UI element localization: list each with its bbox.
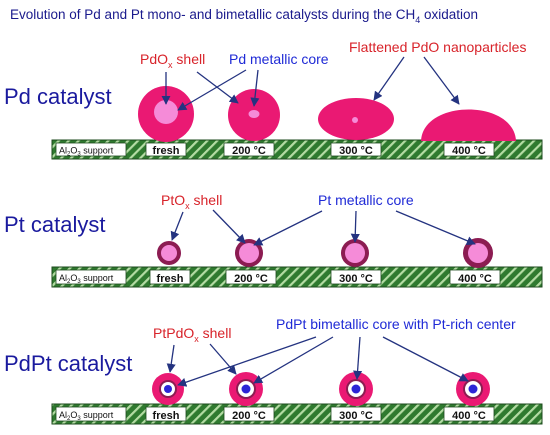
pt-particle-fresh <box>157 241 181 265</box>
pdpt-stage-fresh: fresh <box>153 410 180 422</box>
pt-400-core <box>468 243 488 263</box>
pt-shell-suffix: shell <box>190 192 223 208</box>
pt-core-arrow-2 <box>350 210 360 243</box>
pd-shell-text: PdO <box>140 51 168 67</box>
pt-support-tag-text: Al2O3 support <box>59 273 114 285</box>
pd-stage-400: 400 °C <box>452 145 486 157</box>
pdpt-shell-arrow-2 <box>209 343 237 375</box>
pd-particle-fresh <box>138 86 194 142</box>
diagram-title: Evolution of Pd and Pt mono- and bimetal… <box>10 7 478 25</box>
pt-shell-arrow-2 <box>212 209 246 244</box>
pdpt-support-tag-text: Al2O3 support <box>59 410 114 422</box>
pt-shell-text: PtO <box>161 192 185 208</box>
pd-fresh-core <box>154 100 178 124</box>
pd-support-tag: Al2O3 support <box>55 142 127 158</box>
pd-300-core <box>352 117 358 123</box>
title-suffix: oxidation <box>420 7 478 22</box>
pd-stage-labels: fresh 200 °C 300 °C 400 °C <box>145 142 495 157</box>
pd-stage-fresh: fresh <box>153 145 180 157</box>
pdpt-400-center <box>468 384 478 394</box>
pdpt-particle-fresh <box>152 373 184 405</box>
pd-core-arrow-2 <box>250 69 260 107</box>
pdpt-core-arrow-2 <box>253 336 334 384</box>
pt-stage-400: 400 °C <box>458 273 492 285</box>
pd-200-core <box>248 110 260 118</box>
pt-stage-fresh: fresh <box>157 273 184 285</box>
pt-catalyst-label: Pt catalyst <box>4 212 105 237</box>
pdpt-300-center <box>351 384 361 394</box>
pd-shell-suffix: shell <box>173 51 206 67</box>
pdpt-row: PdPt catalyst PtPdOx shell PdPt bimetall… <box>4 316 543 425</box>
pdpt-support-tag: Al2O3 support <box>55 406 127 422</box>
pd-stage-300: 300 °C <box>339 145 373 157</box>
pt-shell-subscript: x <box>185 201 190 211</box>
pd-particle-200 <box>228 89 280 141</box>
pt-support-tag: Al2O3 support <box>55 269 127 285</box>
pd-core-label: Pd metallic core <box>229 51 329 67</box>
pt-particle-200 <box>235 239 263 267</box>
title-text: Evolution of Pd and Pt mono- and bimetal… <box>10 7 415 22</box>
pt-shell-label: PtOx shell <box>161 192 222 211</box>
pdpt-particle-200 <box>229 372 263 406</box>
pdpt-core-label: PdPt bimetallic core with Pt-rich center <box>276 316 516 332</box>
pdpt-core-arrow-4 <box>382 336 469 382</box>
pdpt-stage-labels: fresh 200 °C 300 °C 400 °C <box>145 406 495 422</box>
pdpt-stage-200: 200 °C <box>232 410 266 422</box>
pdpt-shell-text: PtPdO <box>153 325 194 341</box>
pd-stage-200: 200 °C <box>232 145 266 157</box>
pt-stage-labels: fresh 200 °C 300 °C 400 °C <box>149 269 501 285</box>
pt-200-core <box>239 243 259 263</box>
pdpt-shell-subscript: x <box>194 334 199 344</box>
pt-fresh-core <box>161 245 177 261</box>
pt-particle-400 <box>463 238 493 268</box>
pdpt-200-center <box>241 384 251 394</box>
pd-support-tag-text: Al2O3 support <box>59 146 114 158</box>
pt-particle-300 <box>341 239 369 267</box>
pt-stage-300: 300 °C <box>339 273 373 285</box>
pd-flattened-arrow-2 <box>423 56 460 105</box>
pdpt-particle-300 <box>339 372 373 406</box>
pt-row: Pt catalyst PtOx shell Pt metallic core … <box>4 192 543 288</box>
pt-core-arrow-3 <box>395 210 476 246</box>
pdpt-fresh-center <box>164 385 172 393</box>
pdpt-shell-label: PtPdOx shell <box>153 325 231 344</box>
pd-flattened-arrow-1 <box>373 56 405 101</box>
pt-core-arrow-1 <box>253 210 323 246</box>
pd-catalyst-label: Pd catalyst <box>4 84 112 109</box>
pd-shell-subscript: x <box>168 60 173 70</box>
pdpt-catalyst-label: PdPt catalyst <box>4 351 132 376</box>
pd-flattened-label: Flattened PdO nanoparticles <box>349 39 526 55</box>
pd-particle-300 <box>318 98 394 140</box>
title-subscript: 4 <box>415 15 420 25</box>
pt-300-core <box>345 243 365 263</box>
pdpt-stage-400: 400 °C <box>452 410 486 422</box>
pd-400-particle <box>421 109 516 141</box>
pt-core-label: Pt metallic core <box>318 192 414 208</box>
pdpt-shell-suffix: shell <box>199 325 232 341</box>
pd-row: Pd catalyst PdOx shell Pd metallic core … <box>4 39 543 160</box>
pdpt-core-arrow-3 <box>353 336 363 380</box>
pdpt-shell-arrow-1 <box>166 344 176 373</box>
pdpt-core-arrow-1 <box>177 336 317 387</box>
pd-core-arrow-1 <box>177 69 247 111</box>
pt-shell-arrow-1 <box>170 211 184 241</box>
pdpt-stage-300: 300 °C <box>339 410 373 422</box>
pd-shell-label: PdOx shell <box>140 51 205 70</box>
pt-stage-200: 200 °C <box>234 273 268 285</box>
